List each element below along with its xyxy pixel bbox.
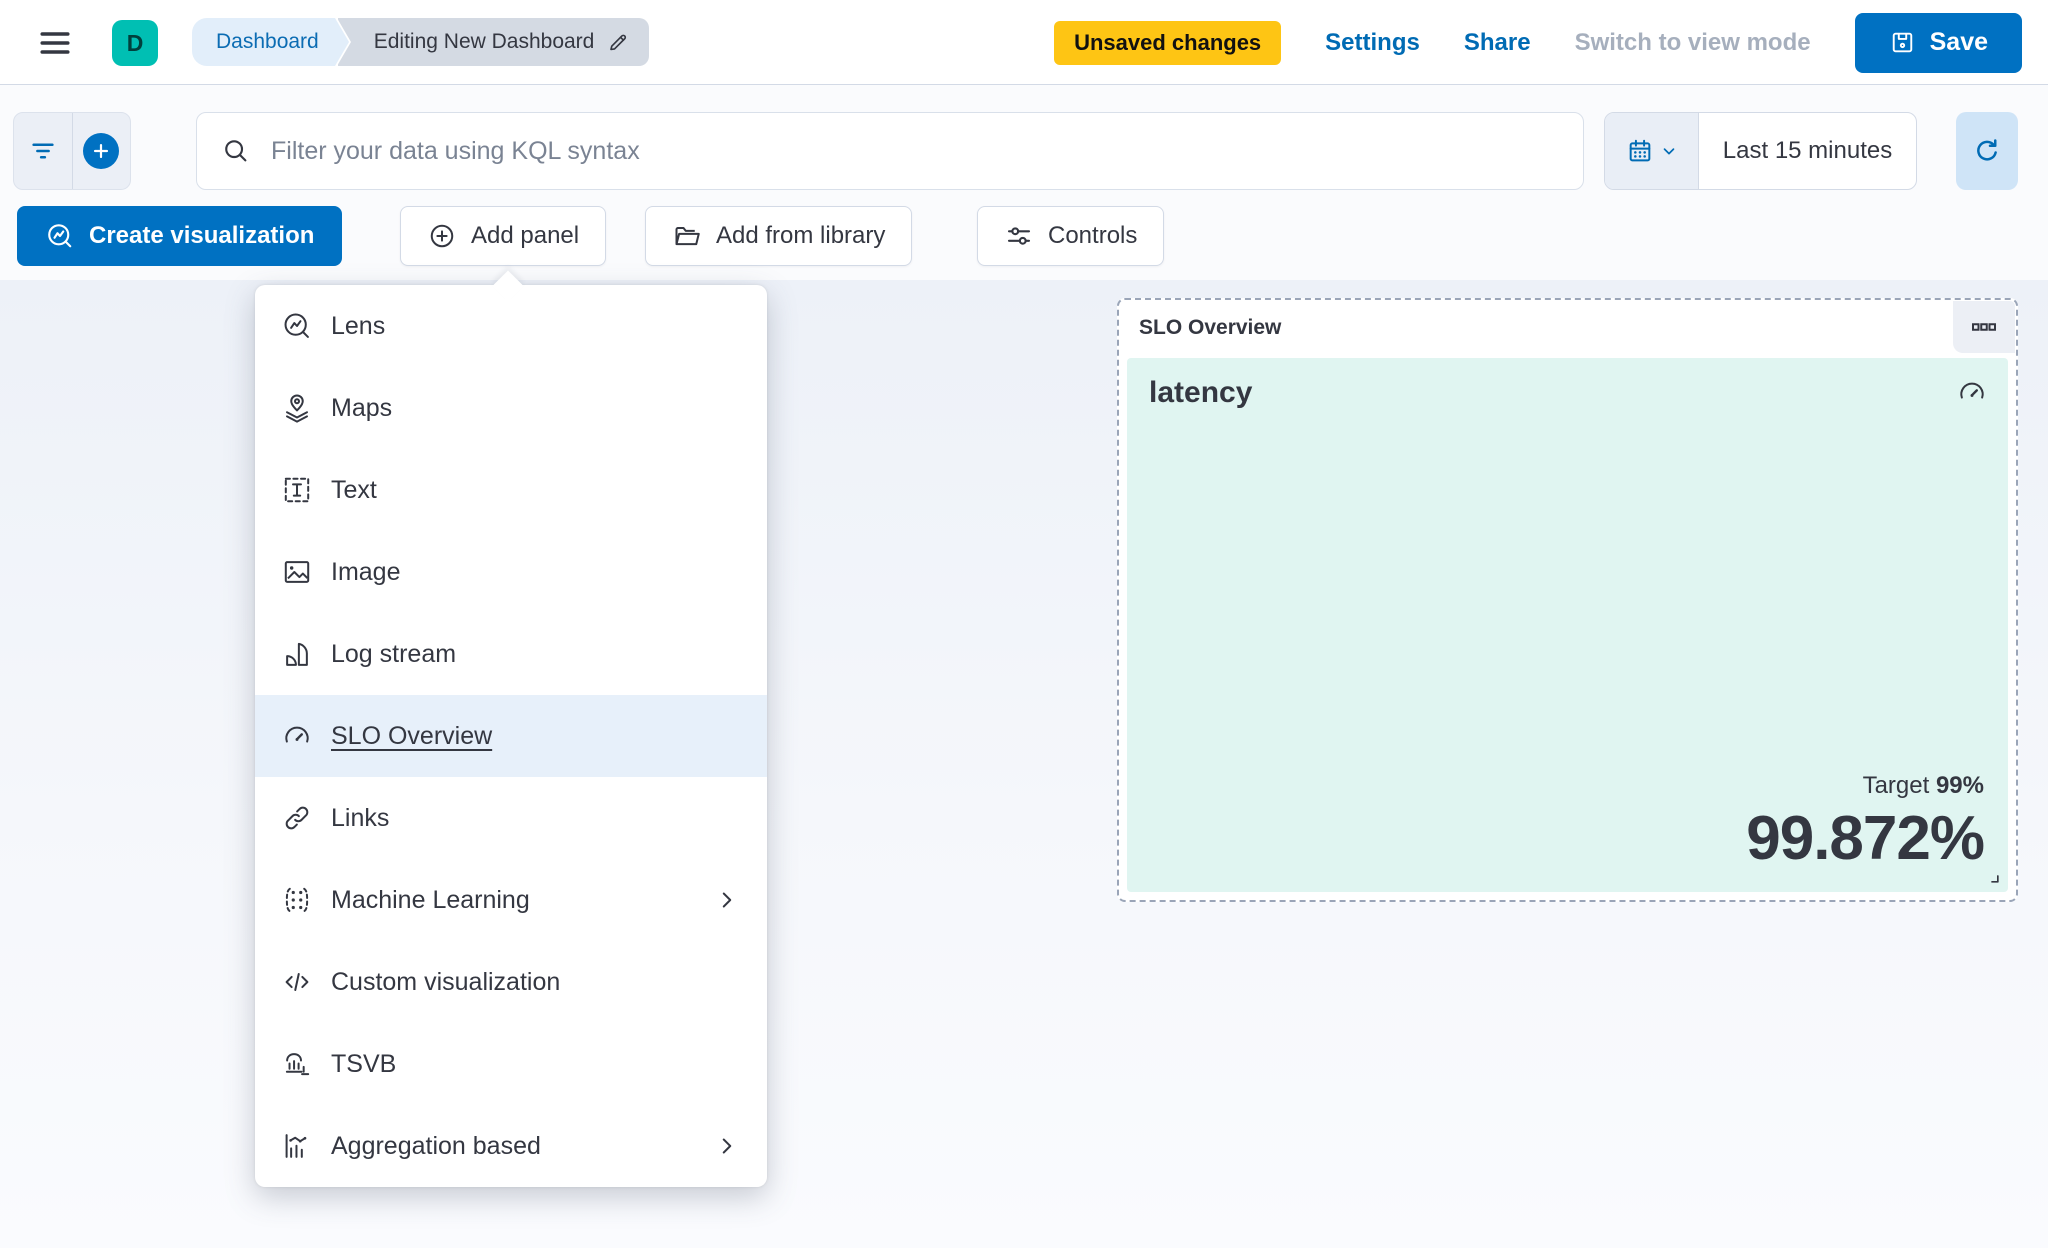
maps-icon [281,392,313,424]
menu-item-label: SLO Overview [331,721,493,750]
menu-item-machine-learning[interactable]: Machine Learning [255,859,767,941]
menu-item-label: Lens [331,311,386,340]
add-panel-button[interactable]: Add panel [400,206,607,266]
menu-item-links[interactable]: Links [255,777,767,859]
filter-button-group [13,112,131,190]
controls-button[interactable]: Controls [977,206,1165,266]
share-link[interactable]: Share [1463,28,1531,56]
gauge-icon [281,720,313,752]
chevron-right-icon [711,1130,743,1162]
slo-metric-name: latency [1149,376,1253,409]
slo-target-value: 99% [1935,772,1984,799]
folder-icon [672,221,702,251]
calendar-icon [1626,137,1654,165]
panel-options-icon [1969,312,1999,342]
code-icon [281,966,313,998]
save-button-label: Save [1929,28,1988,56]
menu-item-label: Aggregation based [331,1131,541,1160]
edit-pencil-icon [606,31,629,54]
menu-item-label: Image [331,557,401,586]
topbar-actions: Unsaved changes Settings Share Switch to… [1054,0,2022,85]
menu-item-maps[interactable]: Maps [255,367,767,449]
space-avatar[interactable]: D [112,20,158,66]
menu-item-label: TSVB [331,1049,397,1078]
log-stream-icon [281,638,313,670]
slo-target-line: Target 99% [1746,772,1984,800]
slo-value: 99.872% [1746,804,1985,873]
refresh-button[interactable] [1956,112,2018,190]
tsvb-icon [281,1048,313,1080]
menu-item-aggregation-based[interactable]: Aggregation based [255,1105,767,1187]
lens-icon [281,310,313,342]
text-icon [281,474,313,506]
slo-panel-header[interactable]: SLO Overview [1119,300,2016,356]
panel-resize-handle[interactable] [1982,866,2002,886]
top-navigation-bar: D Dashboard Editing New Dashboard Unsave… [0,0,2048,85]
menu-item-text[interactable]: Text [255,449,767,531]
add-panel-menu: Lens Maps Text [255,285,767,1187]
add-filter-plus-icon [83,133,120,169]
menu-item-label: Links [331,803,390,832]
chevron-right-icon [711,884,743,916]
save-icon [1889,29,1916,56]
slo-figures: Target 99% 99.872% [1746,772,1985,873]
time-range-picker: Last 15 minutes [1604,112,1917,190]
menu-item-slo-overview[interactable]: SLO Overview [255,695,767,777]
image-icon [281,556,313,588]
aggregation-icon [281,1130,313,1162]
add-panel-label: Add panel [471,222,580,249]
add-from-library-label: Add from library [716,222,886,249]
plus-circle-icon [427,221,457,251]
switch-to-view-mode-link[interactable]: Switch to view mode [1574,28,1811,56]
breadcrumb: Dashboard Editing New Dashboard [192,18,650,66]
lens-icon [45,221,75,251]
refresh-icon [1972,136,2002,166]
filter-icon[interactable] [14,113,72,189]
link-icon [281,802,313,834]
date-quick-select-button[interactable] [1605,113,1699,189]
unsaved-changes-badge: Unsaved changes [1054,20,1282,65]
menu-item-image[interactable]: Image [255,531,767,613]
slo-panel-content: latency Target 99% 99.872% [1127,358,2008,892]
gauge-icon [1956,376,1988,408]
kql-search-bar [196,112,1584,190]
controls-label: Controls [1048,222,1138,249]
machine-learning-icon [281,884,313,916]
save-button[interactable]: Save [1854,12,2022,73]
create-visualization-label: Create visualization [89,222,315,249]
breadcrumb-dashboard[interactable]: Dashboard [192,18,349,66]
time-range-value[interactable]: Last 15 minutes [1722,137,1893,164]
menu-item-lens[interactable]: Lens [255,285,767,367]
menu-item-label: Log stream [331,639,457,668]
menu-item-custom-visualization[interactable]: Custom visualization [255,941,767,1023]
chevron-down-icon [1660,142,1678,160]
menu-item-tsvb[interactable]: TSVB [255,1023,767,1105]
search-icon [221,136,251,166]
menu-item-label: Text [331,475,377,504]
breadcrumb-current[interactable]: Editing New Dashboard [336,18,650,66]
menu-item-label: Maps [331,393,393,422]
panel-options-button[interactable] [1953,301,2015,353]
slo-target-label: Target [1862,772,1930,799]
menu-item-label: Machine Learning [331,885,530,914]
menu-item-label: Custom visualization [331,967,561,996]
create-visualization-button[interactable]: Create visualization [17,206,343,266]
kql-search-input[interactable] [271,136,1559,166]
slo-overview-panel: SLO Overview latency [1117,298,2018,902]
menu-hamburger-icon[interactable] [34,22,76,64]
menu-item-log-stream[interactable]: Log stream [255,613,767,695]
add-from-library-button[interactable]: Add from library [645,206,913,266]
sliders-icon [1004,221,1034,251]
slo-panel-title: SLO Overview [1139,316,1282,339]
breadcrumb-current-label: Editing New Dashboard [373,30,595,53]
settings-link[interactable]: Settings [1325,28,1420,56]
add-filter-button[interactable] [71,113,131,189]
